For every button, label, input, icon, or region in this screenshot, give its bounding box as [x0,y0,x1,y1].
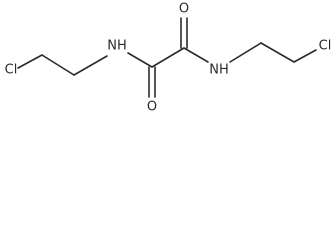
atom-nh-left: NH [107,39,127,54]
atom-labels: Cl NH O O NH Cl [5,2,332,115]
bond-c5-c6-right [260,42,295,63]
atom-cl-right: Cl [319,39,332,54]
bond-cl-left-c1 [17,54,43,69]
structure-diagram: Cl NH O O NH Cl [0,0,336,118]
bonds [17,17,317,98]
bond-c2-nh-left [73,55,108,76]
atom-nh-right: NH [209,63,229,78]
bond-c1-c2-left [41,54,75,76]
bond-nh-right-c5 [229,42,262,63]
bond-c3-c4 [151,47,185,68]
atom-o-top: O [179,2,189,17]
molecule-svg: Cl NH O O NH Cl [5,2,332,115]
bond-c4-nh-right [183,47,209,63]
bond-c6-cl-right [293,49,317,63]
atom-cl-left: Cl [5,63,18,78]
atom-o-bottom: O [147,100,157,115]
bond-nh-left-c3 [127,52,153,68]
